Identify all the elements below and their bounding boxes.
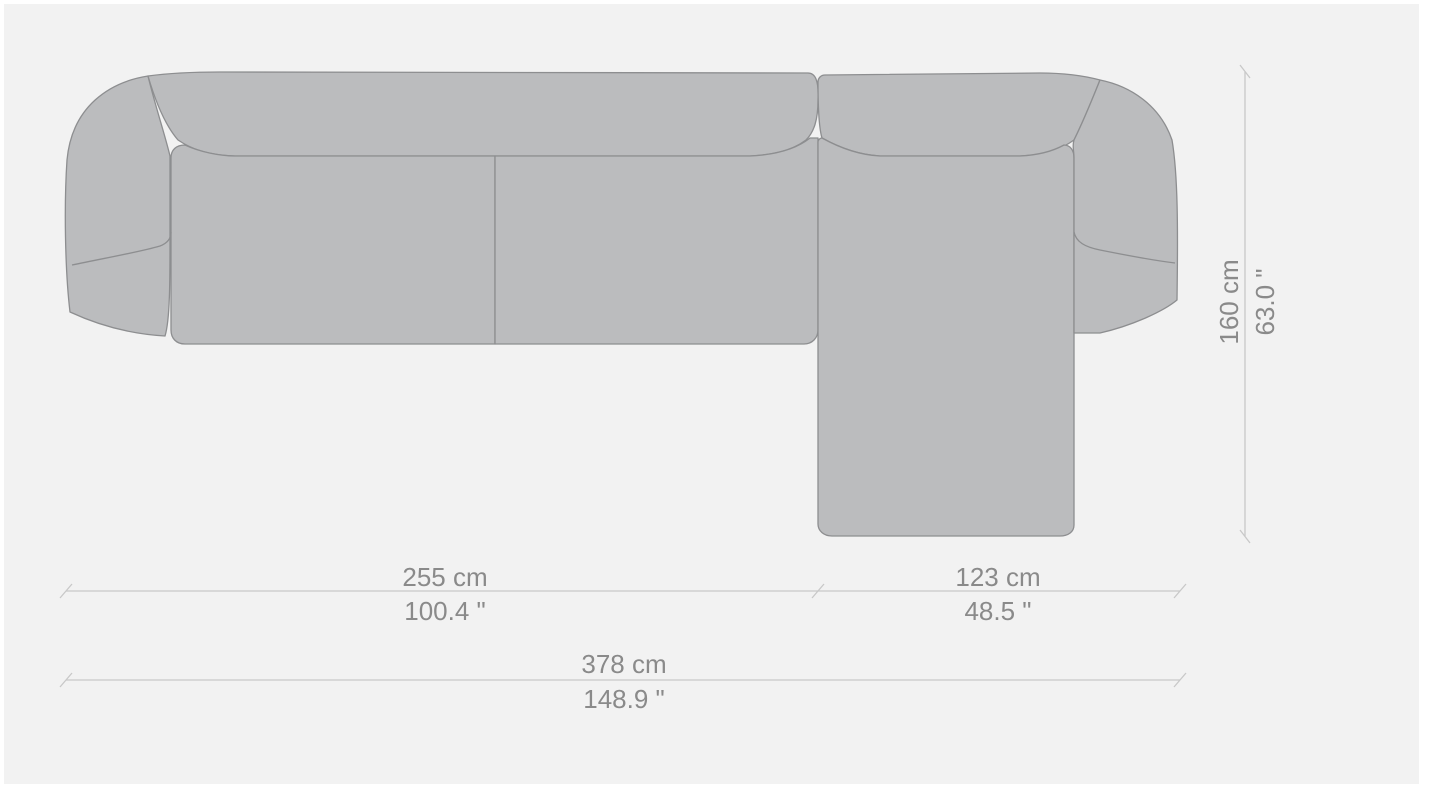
total-width-cm-label: 378 cm bbox=[581, 649, 666, 679]
left-armrest-seam bbox=[71, 231, 172, 266]
chaise-width-inch-label: 48.5 " bbox=[964, 596, 1031, 626]
depth-tick-bottom bbox=[1239, 529, 1251, 544]
partial-width-tick-left bbox=[59, 583, 73, 599]
chaise-backrest bbox=[817, 72, 1101, 157]
total-width-tick-left bbox=[59, 672, 73, 688]
seat-cushion-middle bbox=[494, 137, 819, 345]
dimension-labels: 255 cm 100.4 " 123 cm 48.5 " 378 cm 148.… bbox=[402, 259, 1280, 714]
sofa-width-cm-label: 255 cm bbox=[402, 562, 487, 592]
dimension-lines bbox=[59, 64, 1251, 688]
right-armrest bbox=[1072, 79, 1179, 334]
right-armrest-seam bbox=[1073, 231, 1176, 264]
total-width-tick-right bbox=[1173, 672, 1187, 688]
depth-inch-label: 63.0 " bbox=[1250, 268, 1280, 335]
total-width-inch-label: 148.9 " bbox=[583, 684, 665, 714]
main-backrest bbox=[147, 71, 819, 157]
left-armrest bbox=[64, 75, 171, 337]
sofa-width-inch-label: 100.4 " bbox=[404, 596, 486, 626]
partial-width-tick-middle bbox=[811, 583, 825, 599]
depth-tick-top bbox=[1239, 64, 1251, 79]
chaise-seat bbox=[817, 137, 1075, 537]
chaise-width-cm-label: 123 cm bbox=[955, 562, 1040, 592]
partial-width-tick-right bbox=[1173, 583, 1187, 599]
sofa-top-view bbox=[64, 71, 1179, 537]
depth-cm-label: 160 cm bbox=[1214, 259, 1244, 344]
seat-cushion-left bbox=[170, 144, 496, 345]
